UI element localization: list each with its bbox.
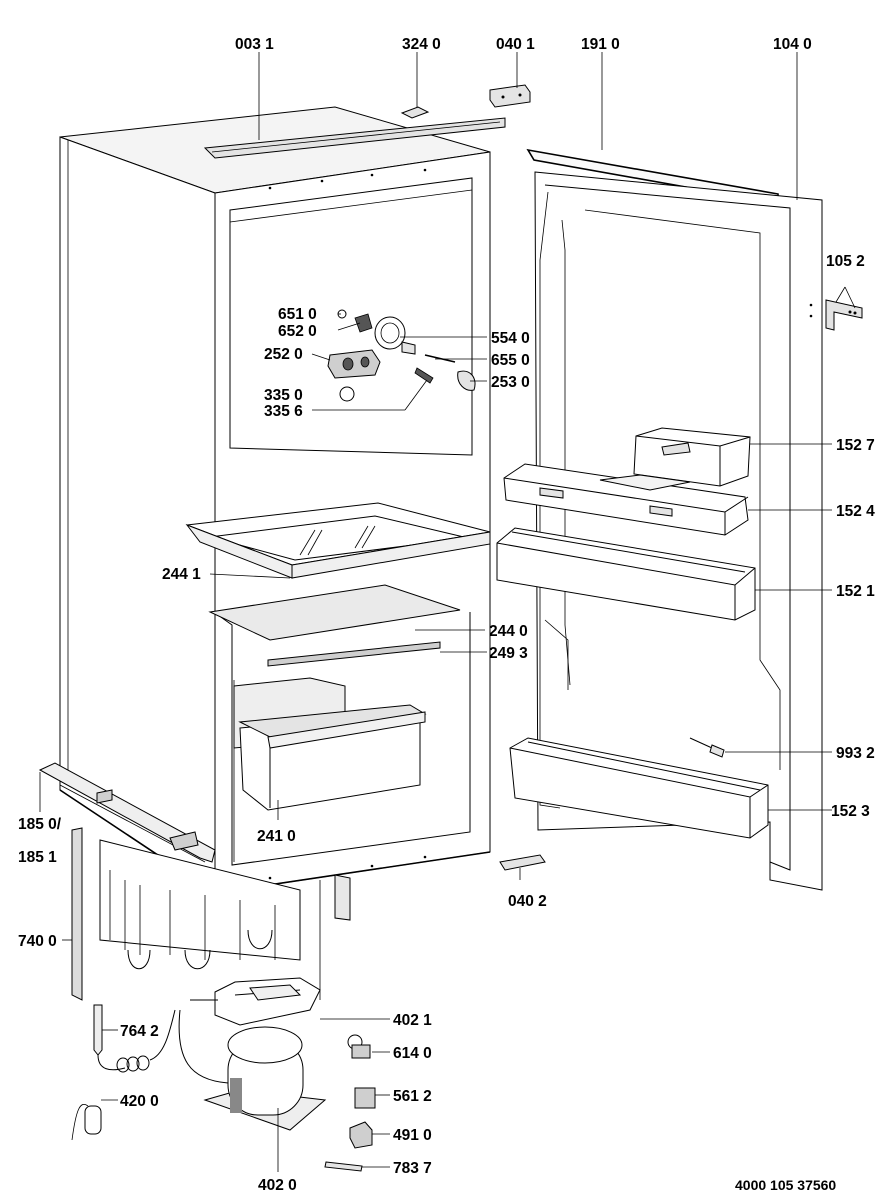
label-614-0: 614 0 <box>393 1045 432 1062</box>
door-shelf-upper <box>503 463 749 536</box>
compressor <box>178 1009 327 1131</box>
label-152-4: 152 4 <box>836 503 875 520</box>
base-strip <box>38 762 216 863</box>
crisper-drawer <box>238 704 427 811</box>
label-185-0: 185 0/ <box>18 816 62 833</box>
label-420-0: 420 0 <box>120 1093 159 1110</box>
label-740-0: 740 0 <box>18 933 57 950</box>
label-253-0: 253 0 <box>491 374 530 391</box>
label-783-7: 783 7 <box>393 1160 432 1177</box>
label-152-1: 152 1 <box>836 583 875 600</box>
label-105-2: 105 2 <box>826 253 865 270</box>
relay-part <box>347 1034 371 1059</box>
overload-part <box>354 1087 376 1109</box>
part-labels: 003 1 324 0 040 1 191 0 104 0 105 2 651 … <box>18 36 875 1194</box>
label-335-0: 335 0 <box>264 387 303 404</box>
label-335-6: 335 6 <box>264 403 303 420</box>
label-554-0: 554 0 <box>491 330 530 347</box>
hinge-door <box>825 299 863 331</box>
condenser <box>71 827 351 1001</box>
label-104-0: 104 0 <box>773 36 812 53</box>
glass-shelf-upper <box>185 502 491 579</box>
butter-box <box>633 427 751 487</box>
label-241-0: 241 0 <box>257 828 296 845</box>
tube-part <box>324 1161 363 1172</box>
label-244-1: 244 1 <box>162 566 201 583</box>
clip-part <box>400 106 430 119</box>
thermostat-group <box>327 309 476 402</box>
top-cover-rail <box>203 117 506 159</box>
label-191-0: 191 0 <box>581 36 620 53</box>
label-152-7: 152 7 <box>836 437 875 454</box>
label-402-0: 402 0 <box>258 1177 297 1194</box>
cover-part <box>349 1121 373 1149</box>
door-shelf-lower <box>509 737 769 839</box>
shelf-strip <box>267 641 441 667</box>
sensor-part <box>689 737 725 758</box>
label-249-3: 249 3 <box>489 645 528 662</box>
capillary-filter <box>93 1004 176 1073</box>
hinge-top <box>489 84 531 108</box>
label-244-0: 244 0 <box>489 623 528 640</box>
label-651-0: 651 0 <box>278 306 317 323</box>
label-993-2: 993 2 <box>836 745 875 762</box>
label-152-3: 152 3 <box>831 803 870 820</box>
label-040-1: 040 1 <box>496 36 535 53</box>
label-402-1: 402 1 <box>393 1012 432 1029</box>
label-003-1: 003 1 <box>235 36 274 53</box>
label-185-1: 185 1 <box>18 849 57 866</box>
label-652-0: 652 0 <box>278 323 317 340</box>
label-655-0: 655 0 <box>491 352 530 369</box>
label-040-2: 040 2 <box>508 893 547 910</box>
drawing-number: 4000 105 37560 <box>735 1177 836 1193</box>
label-561-2: 561 2 <box>393 1088 432 1105</box>
label-491-0: 491 0 <box>393 1127 432 1144</box>
glass-shelf-lower <box>208 584 461 641</box>
label-252-0: 252 0 <box>264 346 303 363</box>
compressor-tray <box>190 977 321 1026</box>
capacitor-part <box>71 1104 102 1141</box>
door-shelf-middle <box>496 527 756 621</box>
hinge-bottom <box>499 854 546 871</box>
label-764-2: 764 2 <box>120 1023 159 1040</box>
door <box>534 171 823 891</box>
label-324-0: 324 0 <box>402 36 441 53</box>
leader-lines <box>39 52 856 1172</box>
